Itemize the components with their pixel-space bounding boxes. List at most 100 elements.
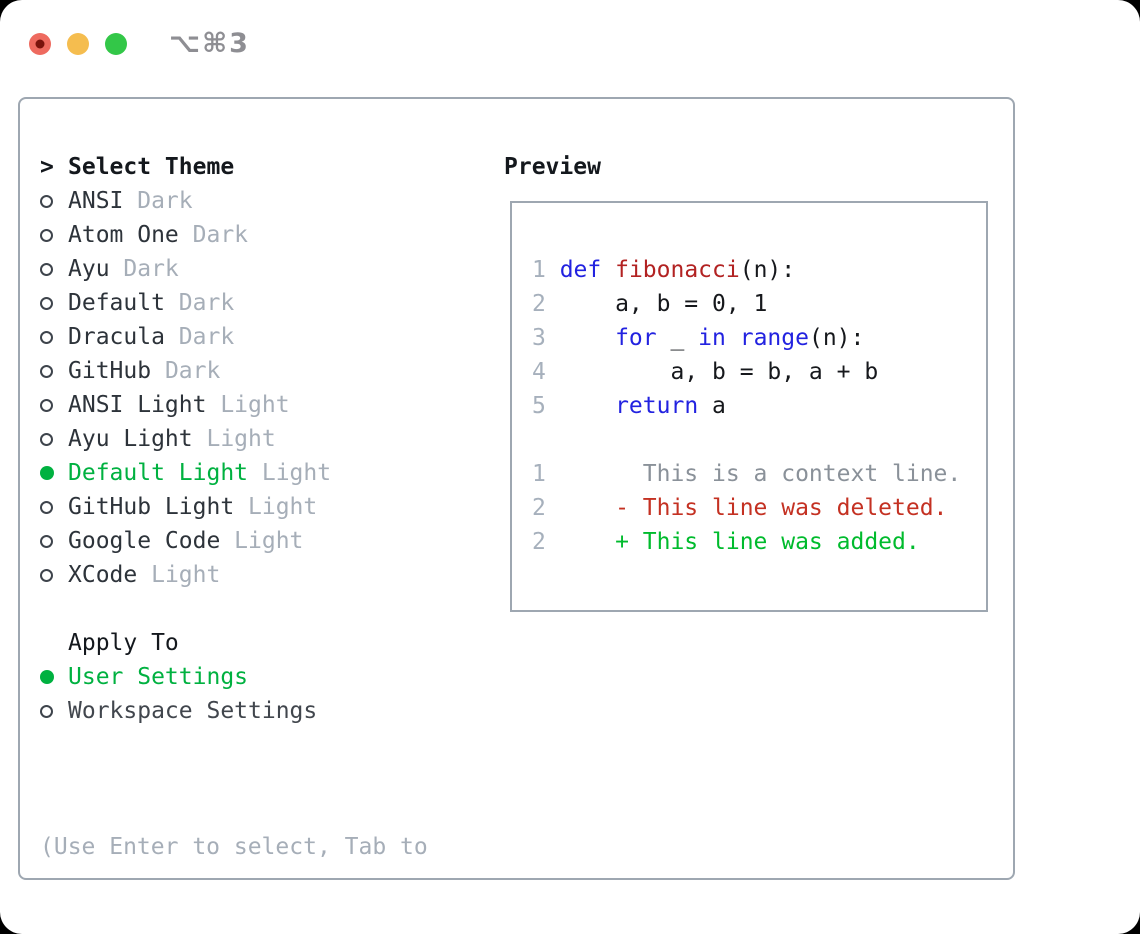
- theme-variant-label: Dark: [123, 256, 179, 282]
- theme-name-label: Ayu: [68, 256, 110, 282]
- code-token: [560, 393, 615, 419]
- theme-name-label: Google Code: [68, 528, 221, 554]
- code-token: [726, 325, 740, 351]
- theme-name-label: Default Light: [68, 460, 249, 486]
- line-number: 2: [532, 291, 546, 317]
- apply-to-title: Apply To: [68, 630, 179, 656]
- theme-name-label: GitHub Light: [68, 494, 235, 520]
- radio-icon: [40, 296, 53, 310]
- code-token: + This line was added.: [559, 529, 920, 555]
- code-token: range: [739, 325, 809, 351]
- theme-variant-label: Dark: [192, 222, 249, 248]
- radio-icon: [40, 568, 53, 582]
- theme-variant-label: Dark: [178, 324, 235, 350]
- theme-variant-label: Light: [248, 494, 318, 520]
- apply-option-label: Workspace Settings: [68, 698, 318, 724]
- theme-option[interactable]: ANSI Dark: [40, 184, 428, 218]
- code-token: for: [615, 325, 657, 351]
- hint-text: (Use Enter to select, Tab to change focu…: [40, 762, 428, 934]
- theme-variant-label: Light: [220, 392, 290, 418]
- titlebar: ⌥⌘3: [29, 28, 250, 59]
- line-number: 1: [532, 461, 546, 487]
- theme-name-label: Ayu Light: [68, 426, 193, 452]
- line-number: 4: [532, 359, 546, 385]
- radio-icon: [40, 330, 53, 344]
- code-token: [601, 257, 615, 283]
- radio-selected-icon: [40, 670, 54, 684]
- theme-option[interactable]: Default Light Light: [40, 456, 428, 490]
- apply-option[interactable]: Workspace Settings: [40, 694, 428, 728]
- code-line: 2 - This line was deleted.: [532, 491, 986, 525]
- theme-option[interactable]: Atom One Dark: [40, 218, 428, 252]
- theme-option[interactable]: Default Dark: [40, 286, 428, 320]
- line-number: 5: [532, 393, 546, 419]
- code-line: 2 + This line was added.: [532, 525, 986, 559]
- theme-variant-label: Dark: [137, 188, 193, 214]
- theme-variant-label: Light: [234, 528, 304, 554]
- maximize-button[interactable]: [105, 32, 127, 55]
- theme-name-label: Dracula: [68, 324, 165, 350]
- minimize-button[interactable]: [67, 32, 89, 55]
- code-line: 3 for _ in range(n):: [532, 321, 986, 355]
- code-token: _: [656, 325, 699, 351]
- theme-name-label: GitHub: [68, 358, 152, 384]
- theme-option[interactable]: GitHub Light Light: [40, 490, 428, 524]
- preview-title: Preview: [504, 154, 601, 180]
- theme-name-label: XCode: [68, 562, 138, 588]
- radio-icon: [40, 704, 53, 718]
- code-line: 1 This is a context line.: [532, 457, 986, 491]
- theme-variant-label: Dark: [178, 290, 235, 316]
- theme-option[interactable]: GitHub Dark: [40, 354, 428, 388]
- close-button[interactable]: [29, 32, 51, 55]
- radio-selected-icon: [40, 466, 54, 480]
- theme-option[interactable]: Ayu Dark: [40, 252, 428, 286]
- theme-name-label: Default: [68, 290, 165, 316]
- code-token: This is a context line.: [559, 461, 962, 487]
- radio-icon: [40, 262, 53, 276]
- radio-icon: [40, 500, 53, 514]
- radio-icon: [40, 364, 53, 378]
- radio-icon: [40, 228, 53, 242]
- code-token: a, b = b, a + b: [559, 359, 879, 385]
- code-token: (n):: [808, 325, 865, 351]
- code-line: 5 return a: [532, 389, 986, 423]
- theme-name-label: ANSI: [68, 188, 124, 214]
- radio-icon: [40, 432, 53, 446]
- select-theme-title: Select Theme: [68, 154, 235, 180]
- apply-to-header: Apply To: [40, 626, 428, 660]
- code-token: a: [698, 393, 726, 419]
- theme-option[interactable]: Ayu Light Light: [40, 422, 428, 456]
- theme-name-label: Atom One: [68, 222, 179, 248]
- spacer: [40, 592, 428, 626]
- code-token: return: [615, 393, 699, 419]
- code-line: [532, 423, 986, 457]
- theme-option[interactable]: Dracula Dark: [40, 320, 428, 354]
- code-line: 4 a, b = b, a + b: [532, 355, 986, 389]
- line-number: 1: [532, 257, 546, 283]
- theme-option[interactable]: Google Code Light: [40, 524, 428, 558]
- theme-variant-label: Light: [261, 460, 332, 486]
- line-number: 2: [532, 529, 546, 555]
- code-line: 2 a, b = 0, 1: [532, 287, 986, 321]
- line-number: 2: [532, 495, 546, 521]
- apply-option[interactable]: User Settings: [40, 660, 428, 694]
- hint-line-1: (Use Enter to select, Tab to: [40, 834, 428, 860]
- code-token: - This line was deleted.: [559, 495, 948, 521]
- code-token: (n):: [739, 257, 796, 283]
- radio-icon: [40, 534, 53, 548]
- select-theme-header: > Select Theme: [40, 150, 428, 184]
- radio-icon: [40, 194, 53, 208]
- theme-variant-label: Light: [206, 426, 276, 452]
- keyboard-shortcut-label: ⌥⌘3: [169, 28, 250, 59]
- code-token: def: [559, 257, 602, 283]
- theme-variant-label: Dark: [164, 358, 221, 384]
